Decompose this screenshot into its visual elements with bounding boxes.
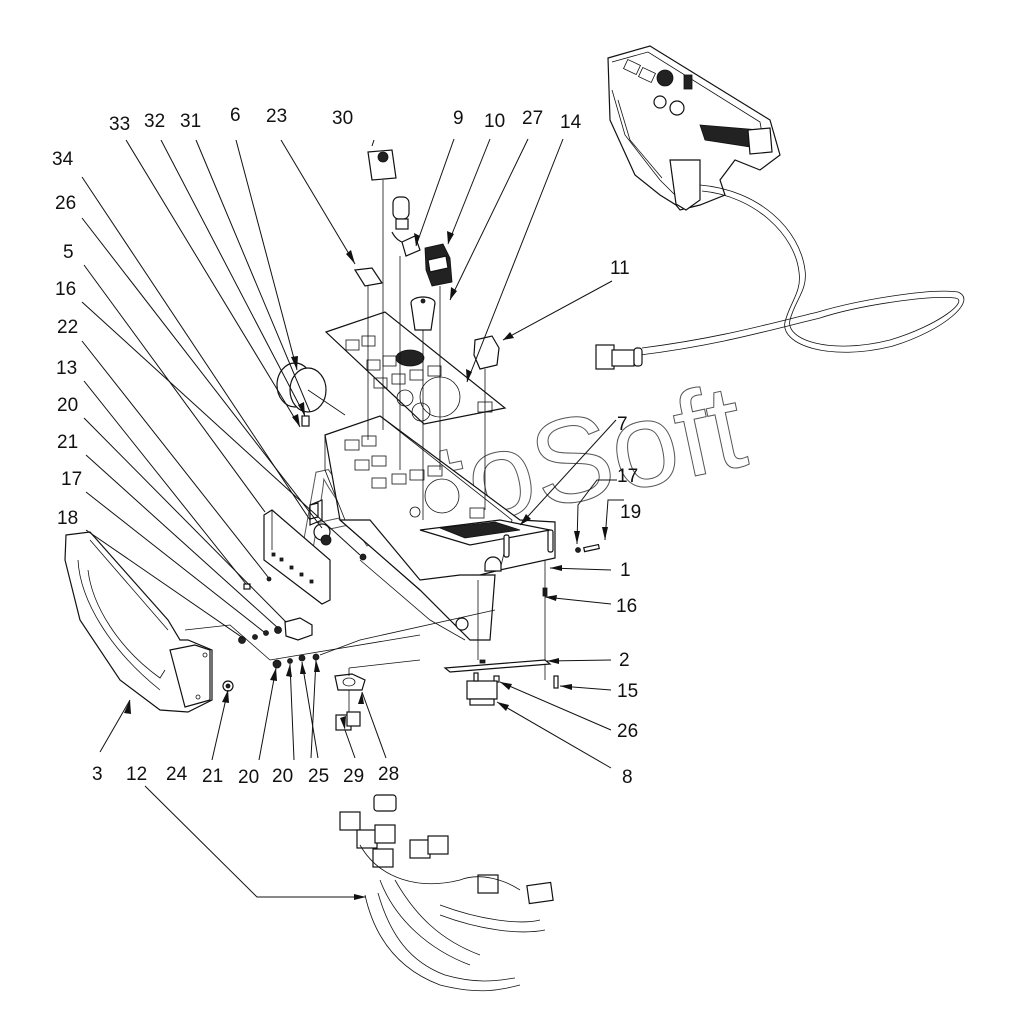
callout-11: 11 xyxy=(610,258,630,279)
callout-33: 33 xyxy=(109,114,130,135)
callout-3: 3 xyxy=(92,764,103,785)
callout-20-bottom-a: 20 xyxy=(238,767,259,788)
rotary-knob xyxy=(276,362,346,427)
arrowheads xyxy=(124,231,608,900)
callout-6: 6 xyxy=(230,105,241,126)
callout-21-bottom: 21 xyxy=(202,766,223,787)
callout-20-bottom-b: 20 xyxy=(272,766,293,787)
callout-28: 28 xyxy=(378,764,399,785)
callout-18: 18 xyxy=(57,508,78,529)
armrest-handle xyxy=(64,531,213,713)
callout-26-right: 26 xyxy=(617,721,638,742)
assembled-console-with-cable xyxy=(595,45,965,370)
callout-5: 5 xyxy=(63,242,74,263)
toggle-switch xyxy=(367,149,397,430)
round-connector xyxy=(466,672,498,706)
plug-connector xyxy=(335,690,361,731)
leader-lines xyxy=(81,138,624,898)
callout-20: 20 xyxy=(57,395,78,416)
callout-22: 22 xyxy=(57,317,78,338)
callout-16: 16 xyxy=(55,279,76,300)
callout-29: 29 xyxy=(343,766,364,787)
cover-cap xyxy=(353,267,384,440)
callout-21: 21 xyxy=(57,432,78,453)
callout-34: 34 xyxy=(52,149,74,170)
fasteners xyxy=(222,543,600,692)
wiring-harness xyxy=(339,794,554,992)
mounting-plate xyxy=(443,659,552,683)
callout-17-right: 17 xyxy=(617,466,638,487)
callout-23: 23 xyxy=(266,106,287,127)
callout-10: 10 xyxy=(484,111,505,132)
callout-12: 12 xyxy=(126,764,147,785)
callout-19: 19 xyxy=(620,502,641,523)
callout-16-right: 16 xyxy=(616,596,637,617)
bracket xyxy=(334,659,421,691)
callout-9: 9 xyxy=(453,108,464,129)
callout-25: 25 xyxy=(308,766,329,787)
callout-13: 13 xyxy=(56,358,77,379)
callout-1: 1 xyxy=(620,560,631,581)
top-panel-overlay xyxy=(324,311,507,425)
callout-7: 7 xyxy=(617,414,628,435)
callout-14: 14 xyxy=(560,112,582,133)
callout-31: 31 xyxy=(180,111,201,132)
callout-15: 15 xyxy=(617,681,638,702)
callout-32: 32 xyxy=(144,111,165,132)
callout-30: 30 xyxy=(332,108,353,129)
callout-27: 27 xyxy=(522,108,543,129)
console-housing xyxy=(309,415,556,641)
emergency-stop-button xyxy=(410,296,436,520)
callout-8: 8 xyxy=(622,767,633,788)
assembly-lines xyxy=(184,560,546,680)
rocker-switch xyxy=(424,243,453,470)
rocker-switch-right xyxy=(473,335,500,510)
callout-labels: 33 32 31 6 23 30 9 10 27 14 34 26 5 16 2… xyxy=(52,105,641,788)
callout-26: 26 xyxy=(55,193,76,214)
callout-2: 2 xyxy=(619,650,630,671)
callout-24: 24 xyxy=(166,764,188,785)
callout-17: 17 xyxy=(61,469,82,490)
